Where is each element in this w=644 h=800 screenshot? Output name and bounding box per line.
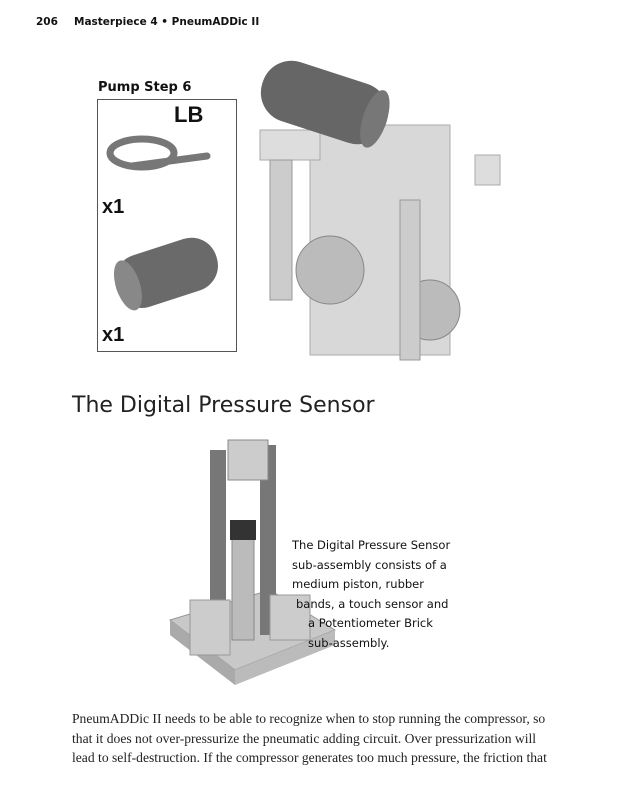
- tube-part-image: [106, 135, 211, 171]
- caption-line: bands, a touch sensor and: [296, 596, 449, 611]
- caption-line: sub-assembly consists of a: [292, 557, 447, 572]
- part-label: LB: [174, 102, 204, 127]
- body-line: that it does not over-pressurize the pne…: [72, 730, 537, 746]
- caption-line: medium piston, rubber: [292, 577, 424, 591]
- body-line: PneumADDic II needs to be able to recogn…: [72, 711, 546, 726]
- body-line: lead to self-destruction. If the compres…: [72, 750, 547, 766]
- pump-assembly-illustration: [259, 60, 501, 361]
- body-paragraph: PneumADDic II needs to be able to recogn…: [72, 709, 572, 768]
- part-quantity: x1: [102, 324, 125, 346]
- pressure-sensor-illustration: [168, 439, 337, 685]
- caption-line: sub-assembly.: [308, 635, 390, 650]
- air-tank-part-image: [114, 237, 218, 311]
- running-title: Masterpiece 4 • PneumADDic II: [74, 16, 260, 28]
- section-title: The Digital Pressure Sensor: [72, 393, 375, 418]
- page-number: 206: [36, 16, 58, 28]
- part-quantity: x1: [102, 196, 125, 218]
- caption-line: The Digital Pressure Sensor: [292, 538, 451, 552]
- figure-caption: The Digital Pressure Sensor sub-assembly…: [292, 536, 450, 653]
- caption-line: a Potentiometer Brick: [308, 616, 433, 630]
- parts-list-box: LB x1 x1: [97, 99, 237, 352]
- pump-step-title: Pump Step 6: [98, 80, 192, 95]
- running-header: 206 Masterpiece 4 • PneumADDic II: [36, 16, 259, 28]
